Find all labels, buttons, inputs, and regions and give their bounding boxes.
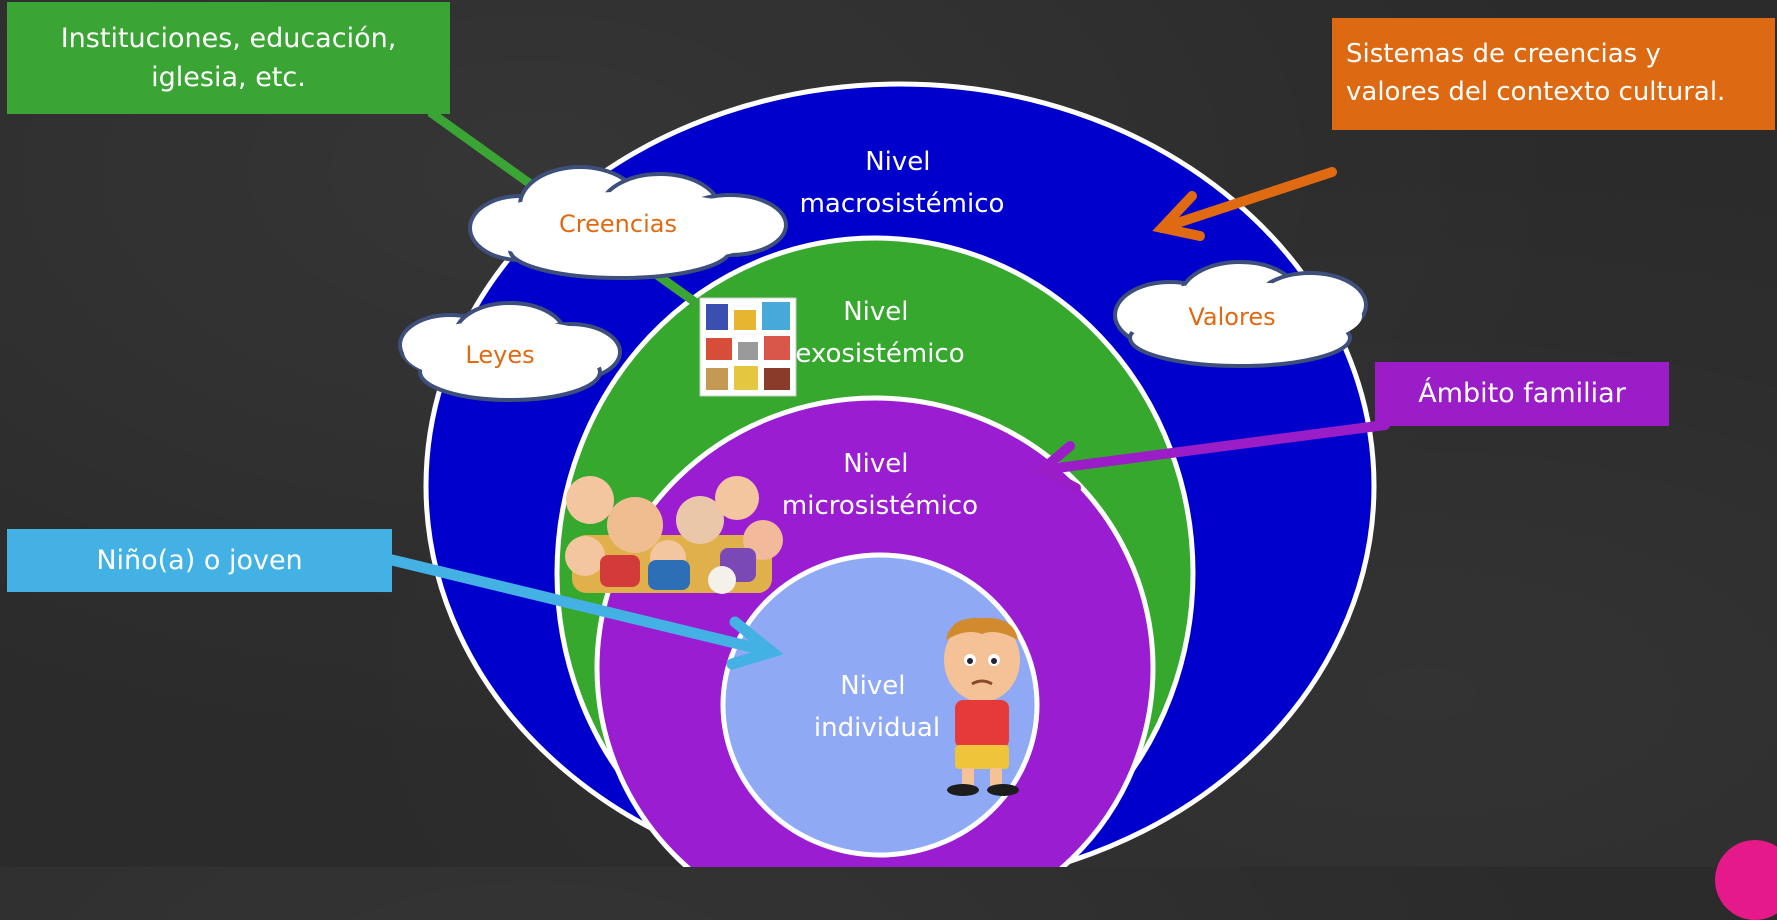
callout-nino-joven: Niño(a) o joven: [7, 529, 392, 592]
cloud-leyes: [398, 301, 622, 402]
cloud-valores: [1113, 260, 1368, 368]
individual-level-label: Nivel individual: [814, 671, 940, 743]
sad-child-icon: [944, 617, 1020, 796]
callout-instituciones: Instituciones, educación, iglesia, etc.: [7, 2, 450, 114]
cloud-creencias: [468, 165, 788, 280]
macro-level-label: Nivel macrosistémico: [800, 147, 1005, 219]
buildings-icon: [699, 297, 797, 397]
ecological-systems-diagram: Nivel macrosistémico Nivel exosistémico …: [386, 81, 1390, 867]
arrow-sistemas: [1152, 167, 1337, 241]
callout-ambito-familiar: Ámbito familiar: [1375, 362, 1669, 426]
arrow-nino: [386, 554, 784, 670]
family-group-icon: [565, 476, 783, 594]
arrow-ambito: [1033, 420, 1390, 493]
cloud-leyes-label: Leyes: [465, 341, 534, 369]
exo-level-label: Nivel exosistémico: [795, 297, 964, 369]
cloud-valores-label: Valores: [1188, 303, 1275, 331]
callout-sistemas: Sistemas de creencias y valores del cont…: [1332, 18, 1775, 130]
cloud-creencias-label: Creencias: [559, 210, 677, 238]
micro-level-label: Nivel microsistémico: [782, 449, 978, 521]
